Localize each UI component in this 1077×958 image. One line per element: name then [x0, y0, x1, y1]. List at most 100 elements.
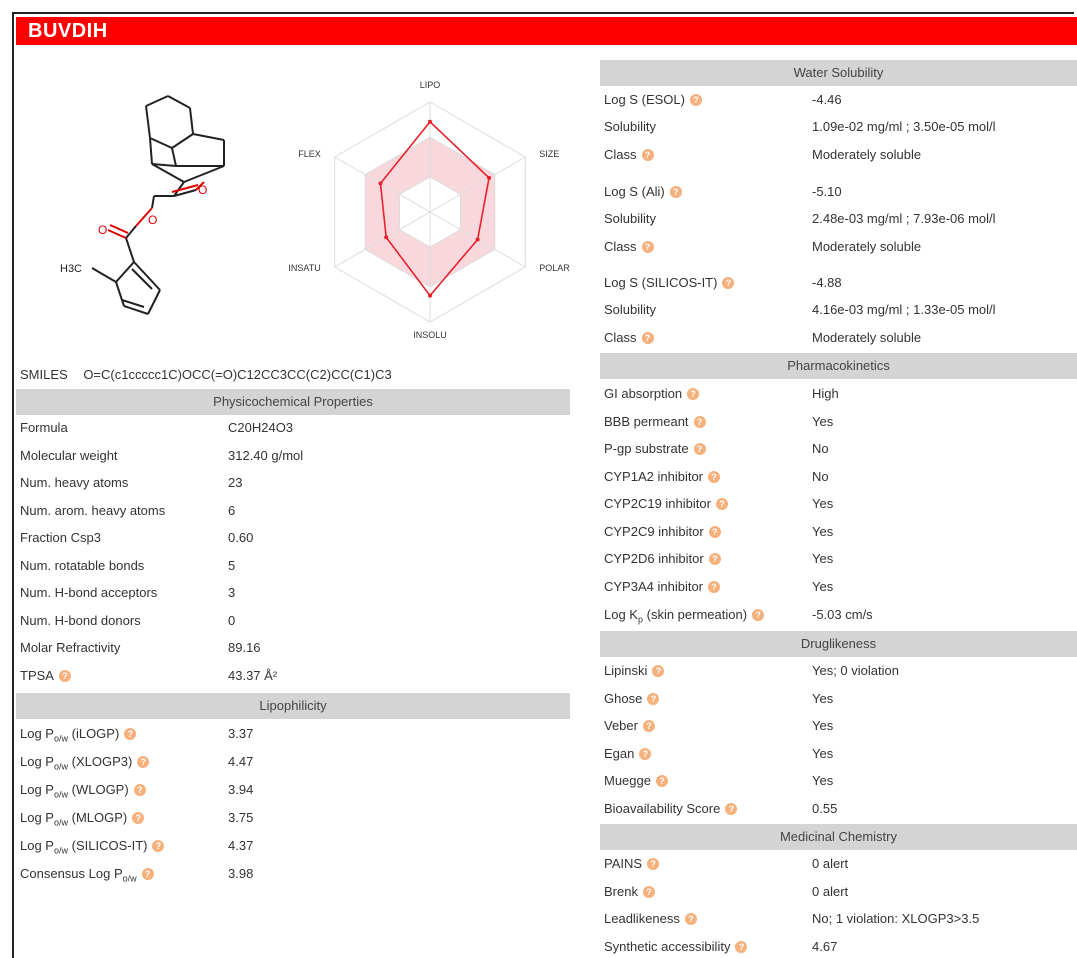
solubility-label-text: Solubility [604, 302, 657, 317]
physchem-label-text: Num. heavy atoms [20, 475, 129, 490]
pharmacokinetics-value: Yes [812, 523, 834, 539]
help-icon[interactable]: ? [133, 784, 146, 796]
ow-subscript: o/w [53, 789, 68, 800]
help-icon[interactable]: ? [641, 332, 654, 344]
help-icon[interactable]: ? [693, 415, 706, 428]
help-icon[interactable]: ? [141, 868, 154, 880]
log-kp-suffix: (skin permeation) [646, 607, 748, 622]
solubility-value: 1.09e-02 mg/ml ; 3.50e-05 mol/l [812, 119, 996, 134]
help-icon[interactable]: ? [715, 498, 728, 510]
physchem-value: 0.60 [228, 530, 254, 545]
logp-label: Log Po/w (XLOGP3)? [20, 751, 150, 778]
help-icon[interactable]: ? [669, 186, 682, 198]
druglikeness-label: Bioavailability Score? [604, 798, 738, 820]
help-icon[interactable]: ? [124, 728, 137, 740]
help-icon[interactable]: ? [725, 802, 738, 815]
help-icon[interactable]: ? [752, 609, 765, 621]
help-icon[interactable]: ? [652, 665, 665, 677]
physchem-label-text: Molecular weight [20, 447, 118, 463]
log-s-method: (ESOL) [641, 92, 685, 107]
smiles-row: SMILES O=C(c1ccccc1C)OCC(=O)C12CC3CC(C2)… [20, 365, 392, 385]
help-icon[interactable]: ? [693, 443, 706, 455]
help-icon[interactable]: ? [735, 940, 748, 953]
pharmacokinetics-label-text: P-gp substrate [604, 441, 689, 456]
logp-value: 3.37 [228, 726, 254, 741]
druglikeness-value: Yes [812, 745, 834, 761]
ow-subscript: o/w [53, 845, 68, 856]
log-s-value: -4.88 [812, 275, 842, 290]
oxygen-label: O [198, 183, 207, 197]
physchem-value: 5 [228, 557, 236, 573]
druglikeness-value: Yes; 0 violation [812, 663, 899, 678]
physchem-label: Formula [20, 417, 68, 439]
profile-point [384, 235, 389, 240]
help-icon[interactable]: ? [708, 553, 721, 565]
physchem-label: Num. H-bond donors [20, 610, 141, 632]
profile-point [487, 175, 492, 180]
physchem-value: 6 [228, 502, 236, 518]
solubility-value: 4.16e-03 mg/ml ; 1.33e-05 mol/l [812, 302, 996, 317]
druglikeness-label: Veber? [604, 715, 655, 737]
help-icon[interactable]: ? [647, 692, 660, 705]
logp-method: (MLOGP) [71, 810, 128, 825]
help-icon[interactable]: ? [687, 388, 700, 400]
pharmacokinetics-value: No [812, 441, 829, 456]
help-icon[interactable]: ? [722, 277, 735, 289]
help-icon[interactable]: ? [641, 149, 654, 161]
log-s-method: (Ali) [641, 184, 665, 199]
help-icon[interactable]: ? [58, 669, 71, 682]
pharmacokinetics-value: Yes [812, 413, 834, 429]
radar-axis-label: FLEX [298, 149, 321, 159]
help-icon[interactable]: ? [708, 470, 720, 483]
physchem-label: Num. arom. heavy atoms [20, 500, 165, 522]
help-icon[interactable]: ? [642, 885, 655, 898]
logp-label: Log Po/w (MLOGP)? [20, 807, 145, 834]
help-icon[interactable]: ? [655, 775, 668, 787]
physchem-label-text: Num. rotatable bonds [20, 557, 145, 573]
solubility-class-label-text: Class [604, 239, 637, 254]
physchem-label-text: Num. arom. heavy atoms [20, 502, 166, 518]
druglikeness-label: Egan? [604, 743, 652, 765]
physchem-label: Molar Refractivity [20, 637, 120, 659]
help-icon[interactable]: ? [152, 840, 165, 852]
help-icon[interactable]: ? [708, 580, 720, 593]
help-icon[interactable]: ? [689, 94, 702, 106]
logp-method: (WLOGP) [71, 782, 129, 797]
solubility-label: Solubility [604, 299, 656, 321]
help-icon[interactable]: ? [641, 241, 654, 253]
physchem-label-text: Formula [20, 420, 68, 435]
pharmacokinetics-label-text: CYP3A4 inhibitor [604, 578, 703, 594]
ow-subscript: o/w [53, 817, 68, 828]
help-icon[interactable]: ? [132, 812, 145, 824]
physchem-value: 312.40 g/mol [228, 447, 304, 463]
oxygen-label: O [98, 223, 107, 237]
log-kp-text: Log K [604, 607, 638, 622]
help-icon[interactable]: ? [642, 720, 655, 732]
druglikeness-value: Yes [812, 773, 834, 788]
help-icon[interactable]: ? [647, 858, 660, 870]
druglikeness-value: Yes [812, 718, 834, 733]
kp-subscript: p [637, 614, 643, 625]
solubility-class-label-text: Class [604, 330, 637, 345]
help-icon[interactable]: ? [639, 747, 652, 760]
solubility-label: Solubility [604, 208, 656, 230]
log-s-text: Log S [604, 184, 638, 199]
pharmacokinetics-label: CYP1A2 inhibitor? [604, 466, 720, 488]
physchem-label-text: Fraction Csp3 [20, 530, 101, 545]
logp-value: 4.47 [228, 754, 254, 769]
physchem-header: Physicochemical Properties [16, 389, 570, 415]
physchem-label-text: TPSA [20, 667, 54, 683]
medchem-value: 0 alert [812, 883, 849, 899]
lipophilicity-header: Lipophilicity [16, 693, 570, 719]
druglikeness-label-text: Veber [604, 718, 638, 733]
solubility-class-value: Moderately soluble [812, 330, 922, 345]
pharmacokinetics-value: Yes [812, 496, 834, 511]
logp-text: Log P [20, 810, 54, 825]
help-icon[interactable]: ? [708, 525, 721, 538]
profile-point [475, 237, 480, 242]
help-icon[interactable]: ? [137, 756, 150, 768]
solubility-label: Solubility [604, 116, 656, 138]
smiles-value[interactable]: O=C(c1ccccc1C)OCC(=O)C12CC3CC(C2)CC(C1)C… [83, 367, 392, 382]
physchem-label: Fraction Csp3 [20, 527, 101, 549]
help-icon[interactable]: ? [684, 913, 697, 925]
